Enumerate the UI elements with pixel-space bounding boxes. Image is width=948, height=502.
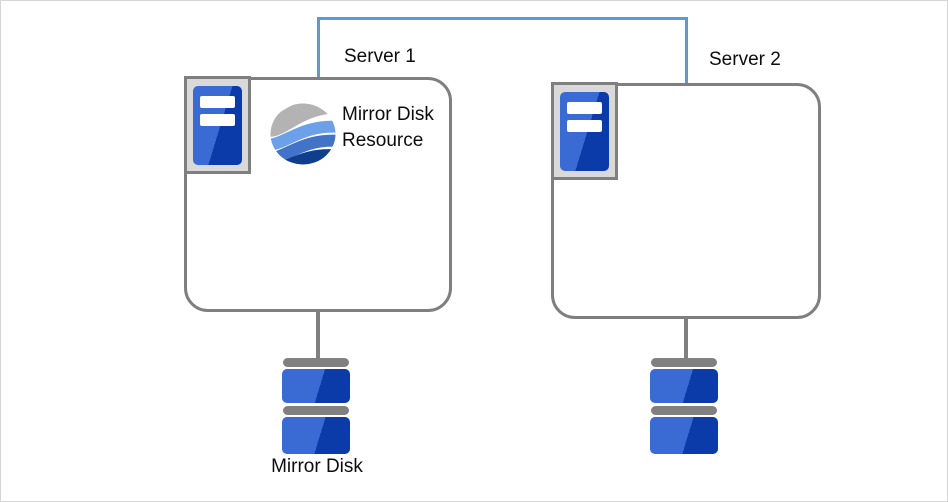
server-2-label: Server 2 xyxy=(709,49,781,70)
mirror-disk-icon xyxy=(282,358,350,454)
disk-cap-icon xyxy=(651,406,717,415)
server-1-label: Server 1 xyxy=(344,46,416,67)
mirror-disk-icon xyxy=(650,358,718,454)
disk-cap-icon xyxy=(283,406,349,415)
tower-slot-icon xyxy=(200,114,235,126)
disk-platter-icon xyxy=(282,417,350,454)
mirror-disk-label: Mirror Disk xyxy=(271,456,363,477)
interconnect-line-right xyxy=(685,17,688,85)
disk-cap-icon xyxy=(651,358,717,367)
disk-cap-icon xyxy=(283,358,349,367)
server-icon xyxy=(551,82,618,180)
server-icon xyxy=(184,76,251,174)
mirror-disk-resource-label: Mirror Disk Resource xyxy=(342,104,434,151)
wave-sphere-icon xyxy=(270,103,336,165)
tower-slot-icon xyxy=(567,102,602,114)
disk-platter-icon xyxy=(650,369,718,403)
disk-platter-icon xyxy=(282,369,350,403)
mirror-disk-resource-icon xyxy=(270,103,336,165)
server-tower-icon xyxy=(560,92,609,171)
tower-slot-icon xyxy=(200,96,235,108)
tower-slot-icon xyxy=(567,120,602,132)
interconnect-line-horizontal xyxy=(317,17,688,20)
interconnect-line-left xyxy=(317,17,320,79)
disk-connector-left xyxy=(316,309,320,360)
disk-connector-right xyxy=(684,316,688,360)
disk-platter-icon xyxy=(650,417,718,454)
server-tower-icon xyxy=(193,86,242,165)
